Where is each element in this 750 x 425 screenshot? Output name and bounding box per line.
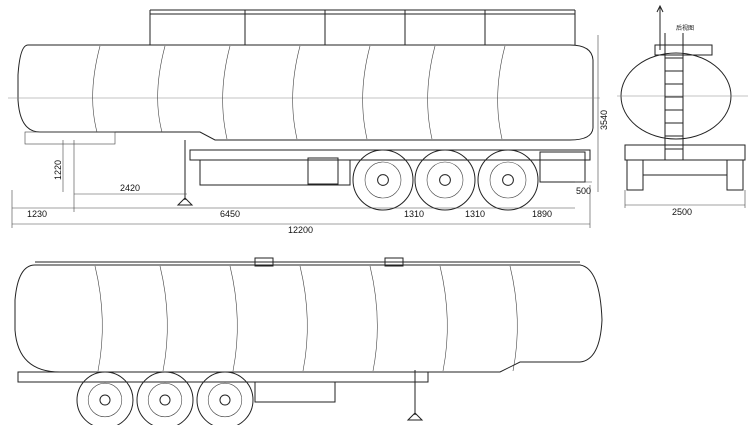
tank-compartments-lower xyxy=(94,265,518,372)
compartment-divider xyxy=(292,45,301,140)
dim-rear-overhang: 1890 xyxy=(532,209,552,219)
dim-overall-length: 12200 xyxy=(288,225,313,235)
dim-landing-leg: 2420 xyxy=(120,183,140,193)
rear-view: 后视图 2500 xyxy=(617,4,748,217)
side-view-top: 1230 6450 1310 1310 1890 12200 2420 500 … xyxy=(8,9,609,235)
compartment-divider xyxy=(299,265,308,372)
dim-axle-spacing-2: 1310 xyxy=(465,209,485,219)
compartment-divider xyxy=(362,45,371,140)
dim-fifth-wheel-height: 1220 xyxy=(53,160,63,180)
wheel-rim xyxy=(147,382,183,418)
wheel xyxy=(352,149,414,211)
dimension-lines xyxy=(11,35,599,228)
wheel-hub xyxy=(377,174,389,186)
wheel-rim xyxy=(364,161,402,199)
axle-wheels xyxy=(352,149,539,211)
chassis-frame xyxy=(24,131,591,206)
compartment-divider xyxy=(509,265,518,372)
wheel xyxy=(477,149,539,211)
compartment-divider xyxy=(369,265,378,372)
compartment-divider xyxy=(439,265,448,372)
rear-frame xyxy=(624,144,746,161)
compartment-divider xyxy=(427,45,436,140)
compartment-divider xyxy=(497,45,506,140)
wheel xyxy=(196,371,254,425)
wheel xyxy=(136,371,194,425)
wheel-hub xyxy=(219,394,231,406)
compartment-divider xyxy=(92,45,101,133)
dim-kingpin-to-axle: 6450 xyxy=(220,209,240,219)
wheel xyxy=(414,149,476,211)
compartment-divider xyxy=(222,45,231,140)
compartment-divider xyxy=(157,45,166,133)
wheel-hub xyxy=(99,394,111,406)
dim-overall-width: 2500 xyxy=(672,207,692,217)
rear-view-label: 后视图 xyxy=(676,24,694,32)
wheel xyxy=(76,371,134,425)
compartment-divider xyxy=(159,265,168,372)
side-view-bottom xyxy=(14,257,603,425)
wheel-rim xyxy=(87,382,123,418)
ladder xyxy=(664,33,684,160)
tank-compartments xyxy=(92,45,506,140)
dim-overall-height: 3540 xyxy=(599,110,609,130)
wheel-hub xyxy=(439,174,451,186)
tank-body-lower xyxy=(14,264,603,373)
wheel-rim xyxy=(207,382,243,418)
handrail xyxy=(149,9,576,45)
wheel-hub xyxy=(502,174,514,186)
axle-wheels-lower xyxy=(76,371,254,425)
wheel-rim xyxy=(426,161,464,199)
dim-front-overhang: 1230 xyxy=(27,209,47,219)
rear-wheel-left xyxy=(626,159,644,191)
compartment-divider xyxy=(229,265,238,372)
rear-wheel-right xyxy=(726,159,744,191)
dim-rear-bumper: 500 xyxy=(576,186,591,196)
compartment-divider xyxy=(94,265,103,372)
wheel-rim xyxy=(489,161,527,199)
tank-body xyxy=(17,44,594,141)
dim-axle-spacing-1: 1310 xyxy=(404,209,424,219)
chassis-frame-lower xyxy=(17,371,429,383)
wheel-hub xyxy=(159,394,171,406)
